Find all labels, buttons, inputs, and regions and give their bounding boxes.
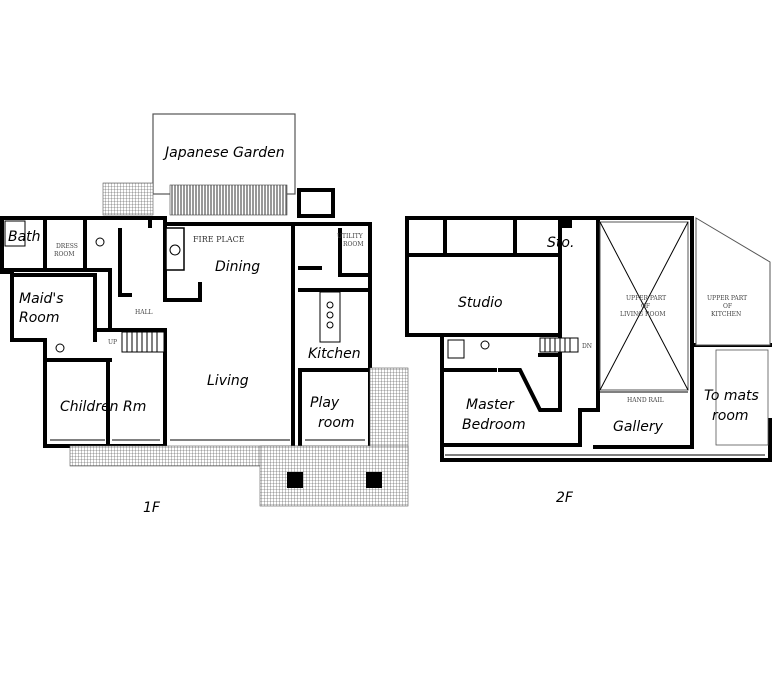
kitchen-counter <box>319 291 341 343</box>
upper-living-void <box>599 221 689 391</box>
stairs-2f <box>539 337 579 353</box>
planter-block <box>366 472 382 488</box>
storage-label: Sto. <box>547 235 574 251</box>
upper-kitchen-void <box>695 217 771 346</box>
to-mats-room-label: To mats <box>704 388 759 404</box>
first-floor-plan <box>0 113 409 507</box>
hand-rail-label: HAND RAIL <box>627 397 664 404</box>
master-bedroom-label-2: Bedroom <box>462 417 526 433</box>
first-floor-label: 1F <box>143 500 161 516</box>
upper-living-label-2: OF <box>641 303 650 310</box>
toilet-icon <box>95 237 105 247</box>
upper-kitchen-label-3: KITCHEN <box>711 311 741 318</box>
stove-burner-icon <box>326 301 334 309</box>
japanese-garden-label: Japanese Garden <box>162 145 285 161</box>
japanese-garden-area <box>152 113 296 195</box>
up-label: UP <box>108 339 117 346</box>
first-floor-interior-walls <box>12 216 372 450</box>
stairs-1f <box>121 331 165 353</box>
utility-room-label: UTILITY <box>337 233 364 240</box>
maids-room-label-2: Room <box>19 310 60 326</box>
upper-living-label-3: LIVING ROOM <box>620 311 666 318</box>
toilet-icon <box>480 340 490 350</box>
stove-burner-icon <box>326 321 334 329</box>
vanity-icon <box>447 339 465 359</box>
fireplace-hearth <box>165 227 185 271</box>
dress-room-label-2: ROOM <box>54 251 75 258</box>
garden-terrace-left <box>102 182 154 216</box>
storage-marker <box>562 218 572 228</box>
kitchen-label: Kitchen <box>308 346 361 362</box>
gallery-label: Gallery <box>613 419 664 435</box>
tatami-mats <box>715 349 769 446</box>
children-room-label: Children Rm <box>60 399 146 415</box>
hall-label: HALL <box>135 309 153 316</box>
upper-living-label: UPPER PART <box>626 295 666 302</box>
master-bedroom-label: Master <box>466 397 515 413</box>
dn-label: DN <box>582 343 592 350</box>
garden-stone-step <box>169 184 288 216</box>
living-label: Living <box>207 373 249 389</box>
dining-label: Dining <box>215 259 260 275</box>
second-floor-label: 2F <box>556 490 574 506</box>
fireplace-icon <box>169 244 181 256</box>
bath-label: Bath <box>8 229 41 245</box>
utility-room-label-2: ROOM <box>343 241 364 248</box>
play-room-label-2: room <box>318 415 355 431</box>
upper-kitchen-label-2: OF <box>723 303 732 310</box>
garden-door-box <box>297 188 335 218</box>
play-room-label: Play <box>310 395 340 411</box>
second-floor-interior-walls <box>440 353 562 412</box>
stove-burner-icon <box>326 311 334 319</box>
maids-room-label: Maid's <box>19 291 64 307</box>
dress-room-label: DRESS <box>56 243 78 250</box>
second-floor-plan <box>405 216 772 462</box>
second-floor-exterior-walls <box>405 216 772 462</box>
fire-place-label: FIRE PLACE <box>193 235 245 244</box>
planter-block <box>287 472 303 488</box>
studio-label: Studio <box>458 295 503 311</box>
bathtub-icon <box>4 220 26 247</box>
terrace-lower <box>259 445 409 507</box>
upper-kitchen-label: UPPER PART <box>707 295 747 302</box>
toilet-icon <box>55 343 65 353</box>
to-mats-room-label-2: room <box>712 408 749 424</box>
